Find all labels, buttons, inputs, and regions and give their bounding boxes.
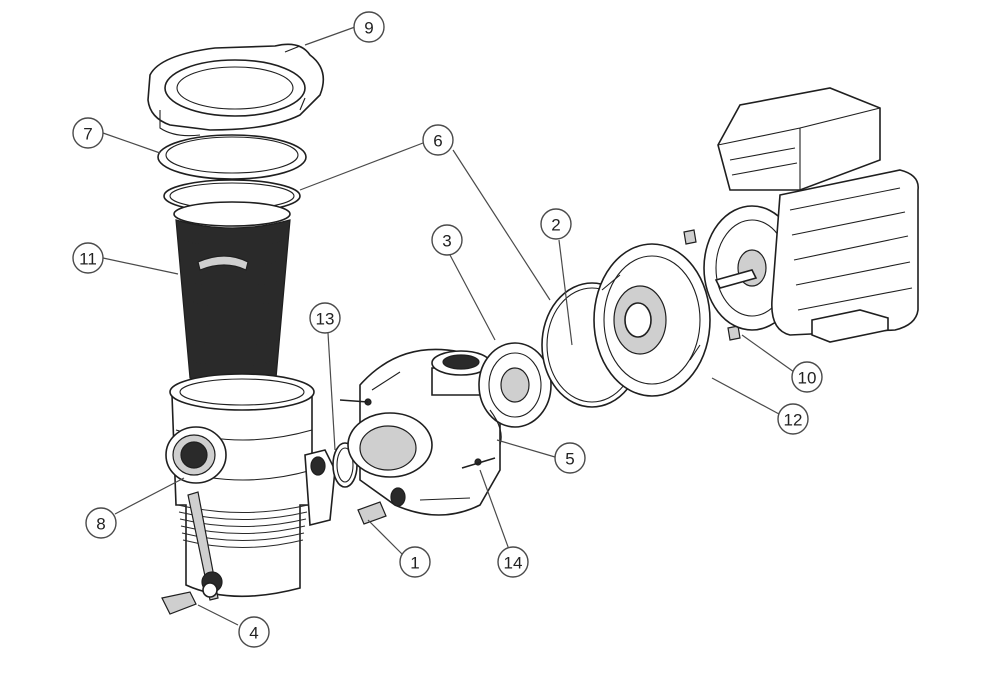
motor xyxy=(703,87,919,343)
part-12-seal-plate xyxy=(593,243,711,397)
callout-6: 6 xyxy=(422,124,454,156)
callout-9-label: 9 xyxy=(364,19,373,38)
part-5-gasket xyxy=(489,409,502,446)
callout-5-label: 5 xyxy=(565,450,574,469)
callout-14: 14 xyxy=(497,546,529,578)
callout-11: 11 xyxy=(72,242,104,274)
part-8-strainer-housing xyxy=(165,373,336,601)
callout-9: 9 xyxy=(353,11,385,43)
part-11-strainer-basket xyxy=(173,201,291,386)
callout-10-label: 10 xyxy=(798,369,817,388)
callout-7: 7 xyxy=(72,117,104,149)
part-9-lid-ring xyxy=(147,43,325,137)
callout-3: 3 xyxy=(431,224,463,256)
part-1-drain-plug xyxy=(357,487,406,525)
callout-8-label: 8 xyxy=(96,515,105,534)
part-4-drain-plug xyxy=(161,582,218,615)
callout-6-label: 6 xyxy=(433,132,442,151)
callout-12-label: 12 xyxy=(784,411,803,430)
callout-3-label: 3 xyxy=(442,232,451,251)
callout-1: 1 xyxy=(399,546,431,578)
callout-10: 10 xyxy=(791,361,823,393)
callout-8: 8 xyxy=(85,507,117,539)
volute-housing xyxy=(339,348,501,516)
callout-13-label: 13 xyxy=(316,310,335,329)
part-3-diffuser xyxy=(478,342,552,428)
callout-14-label: 14 xyxy=(504,554,523,573)
callout-13: 13 xyxy=(309,302,341,334)
callout-1-label: 1 xyxy=(410,554,419,573)
callout-12: 12 xyxy=(777,403,809,435)
callout-7-label: 7 xyxy=(83,125,92,144)
callout-4-label: 4 xyxy=(249,624,258,643)
leader-lines xyxy=(102,26,795,626)
part-7-lid-gasket xyxy=(157,134,307,180)
callout-5: 5 xyxy=(554,442,586,474)
callout-4: 4 xyxy=(238,616,270,648)
callout-2-label: 2 xyxy=(551,216,560,235)
callout-11-label: 11 xyxy=(79,250,97,269)
callout-2: 2 xyxy=(540,208,572,240)
